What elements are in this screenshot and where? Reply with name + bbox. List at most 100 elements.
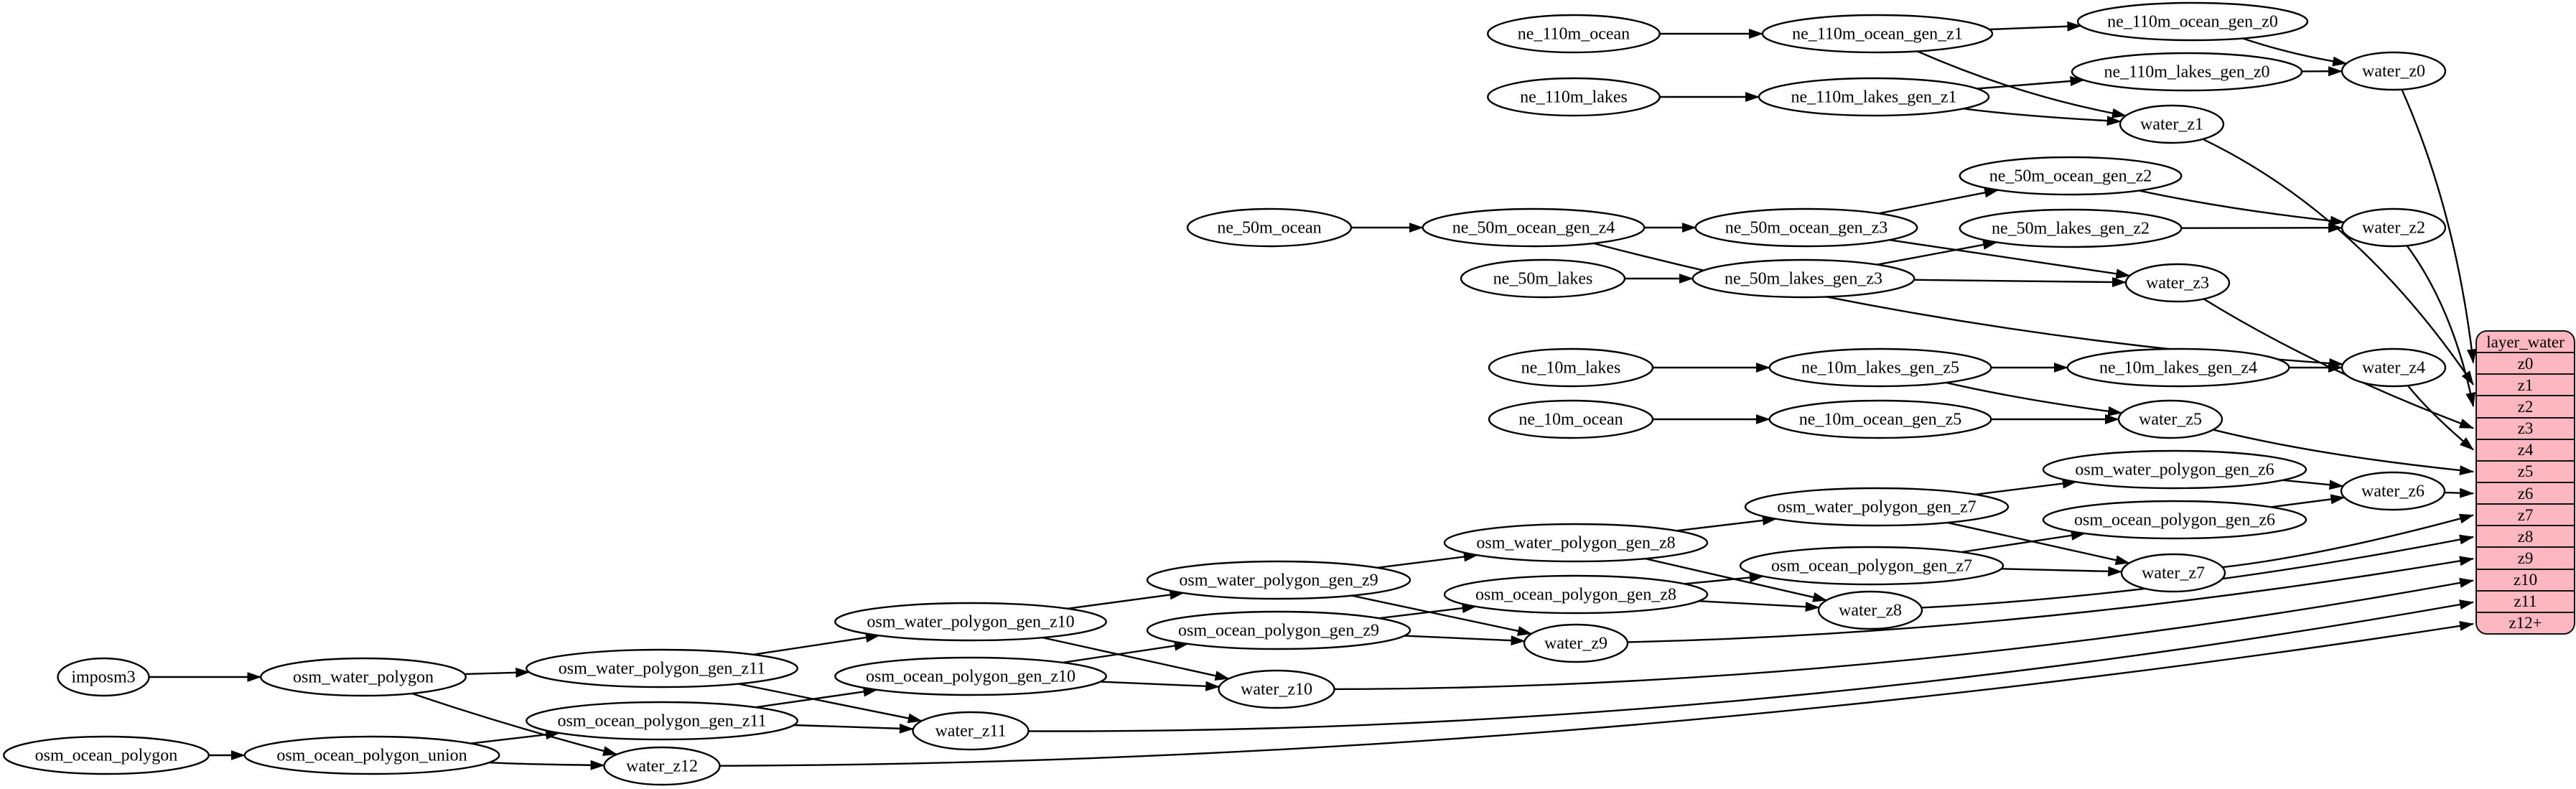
node-ellipse-ne_50m_lakes [1460,258,1626,299]
edge-osm_water_polygon_gen_z10-to-water_z10 [1042,636,1230,681]
edge-osm_water_polygon-to-osm_water_polygon_gen_z11 [464,667,531,678]
edge-ne_50m_ocean_gen_z4-to-water_z4 [1593,242,2344,369]
edge-ne_50m_ocean_gen_z3-to-ne_50m_ocean_gen_z2 [1878,187,1999,215]
node-ellipse-ne_10m_ocean_gen_z5 [1768,399,1992,439]
edge-water_z4-to-row-z4 [2407,385,2474,451]
edge-water_z5-to-row-z5 [2213,429,2474,476]
node-label-osm_water_polygon_gen_z10: osm_water_polygon_gen_z10 [867,613,1074,632]
node-ne_10m_lakes_gen_z4: ne_10m_lakes_gen_z4 [2066,347,2290,388]
node-ne_50m_ocean_gen_z3: ne_50m_ocean_gen_z3 [1694,207,1918,248]
node-label-osm_water_polygon_gen_z9: osm_water_polygon_gen_z9 [1179,571,1378,590]
node-label-ne_110m_lakes: ne_110m_lakes [1520,88,1628,107]
node-label-ne_50m_ocean_gen_z2: ne_50m_ocean_gen_z2 [1989,167,2152,186]
node-ne_110m_ocean: ne_110m_ocean [1487,14,1661,54]
node-osm_water_polygon: osm_water_polygon [260,657,467,697]
node-water_z10: water_z10 [1218,669,1335,709]
node-osm_water_polygon_gen_z9: osm_water_polygon_gen_z9 [1146,560,1411,600]
node-label-water_z9: water_z9 [1544,635,1607,653]
node-label-ne_10m_lakes_gen_z5: ne_10m_lakes_gen_z5 [1801,359,1959,378]
node-ellipse-water_z7 [2120,553,2226,593]
node-label-osm_water_polygon_gen_z11: osm_water_polygon_gen_z11 [559,660,765,678]
edge-osm_water_polygon_gen_z8-to-osm_water_polygon_gen_z7 [1676,515,1777,532]
node-label-osm_ocean_polygon_gen_z7: osm_ocean_polygon_gen_z7 [1771,557,1972,576]
node-ellipse-ne_110m_ocean_gen_z1 [1761,14,1994,54]
table-row-z6: z6 [2477,481,2574,503]
edge-water_z10-to-row-z10 [1334,578,2474,691]
node-ellipse-osm_ocean_polygon_gen_z7 [1739,546,2005,586]
node-ellipse-osm_water_polygon_gen_z8 [1443,523,1709,563]
table-row-z5: z5 [2477,459,2574,482]
table-row-z0: z0 [2477,352,2574,373]
edge-ne_110m_lakes_gen_z1-to-water_z1 [1963,108,2122,126]
node-label-osm_water_polygon_gen_z6: osm_water_polygon_gen_z6 [2075,461,2274,480]
node-label-imposm3: imposm3 [71,668,135,687]
node-water_z8: water_z8 [1817,590,1923,630]
node-ellipse-ne_10m_lakes_gen_z4 [2066,347,2290,388]
node-ellipse-water_z3 [2124,263,2231,303]
edge-osm_ocean_polygon_gen_z9-to-water_z9 [1404,635,1526,646]
node-water_z12: water_z12 [603,746,721,786]
node-ne_110m_lakes_gen_z0: ne_110m_lakes_gen_z0 [2071,52,2303,92]
node-ellipse-ne_110m_lakes [1487,77,1661,117]
node-imposm3: imposm3 [57,657,150,697]
node-water_z2: water_z2 [2341,207,2447,248]
edge-water_z9-to-row-z9 [1627,556,2474,643]
node-ellipse-osm_ocean_polygon_gen_z8 [1443,574,1709,615]
node-label-osm_ocean_polygon_gen_z9: osm_ocean_polygon_gen_z9 [1178,622,1379,640]
node-ellipse-osm_ocean_polygon_gen_z6 [2042,500,2307,540]
node-label-water_z12: water_z12 [626,757,698,776]
table-row-z8: z8 [2477,525,2574,546]
node-label-water_z7: water_z7 [2142,564,2205,583]
edge-ne_50m_lakes_gen_z3-to-water_z3 [1913,276,2127,287]
node-ne_50m_lakes: ne_50m_lakes [1460,258,1626,299]
node-water_z1: water_z1 [2119,104,2225,144]
table-row-z9: z9 [2477,546,2574,568]
node-label-osm_ocean_polygon_gen_z11: osm_ocean_polygon_gen_z11 [557,712,766,731]
node-label-osm_ocean_polygon_gen_z10: osm_ocean_polygon_gen_z10 [866,668,1075,686]
node-osm_ocean_polygon_gen_z11: osm_ocean_polygon_gen_z11 [526,701,798,741]
edge-osm_ocean_polygon_union-to-osm_ocean_polygon_gen_z11 [470,729,561,744]
node-label-water_z4: water_z4 [2362,359,2425,378]
node-label-osm_ocean_polygon_gen_z6: osm_ocean_polygon_gen_z6 [2074,511,2275,530]
layer-water-table: layer_water z0 z1 z2 z3 z4 z5 z6 z7 z8 z… [2475,330,2575,635]
edge-osm_water_polygon_gen_z11-to-water_z11 [737,683,923,724]
node-ne_10m_lakes: ne_10m_lakes [1488,347,1654,388]
edge-osm_water_polygon_gen_z8-to-water_z8 [1645,557,1828,602]
node-water_z3: water_z3 [2124,263,2231,303]
node-water_z6: water_z6 [2340,471,2446,511]
edge-ne_50m_ocean_gen_z3-to-water_z3 [1889,239,2131,279]
edge-osm_ocean_polygon_gen_z11-to-water_z11 [793,723,914,734]
node-ellipse-water_z2 [2341,207,2447,248]
node-ellipse-water_z12 [603,746,721,786]
node-osm_water_polygon_gen_z11: osm_water_polygon_gen_z11 [526,648,798,688]
edge-water_z0-to-row-z0 [2401,89,2477,364]
edge-ne_50m_ocean_gen_z2-to-water_z2 [2139,190,2345,226]
edge-water_z7-to-row-z7 [2222,513,2474,569]
node-ellipse-ne_10m_lakes_gen_z5 [1768,347,1992,388]
node-label-ne_50m_lakes_gen_z2: ne_50m_lakes_gen_z2 [1992,220,2150,238]
node-label-water_z10: water_z10 [1241,681,1312,699]
edge-water_z2-to-row-z2 [2406,245,2476,407]
table-header-layer-water: layer_water [2486,332,2565,351]
node-ellipse-ne_10m_lakes [1488,347,1654,388]
node-label-ne_110m_lakes_gen_z0: ne_110m_lakes_gen_z0 [2104,63,2269,82]
node-ellipse-ne_50m_ocean [1186,207,1353,248]
node-label-water_z6: water_z6 [2361,482,2425,501]
node-ne_10m_ocean: ne_10m_ocean [1488,399,1654,439]
node-ellipse-osm_water_polygon_gen_z10 [834,602,1107,642]
edge-osm_water_polygon_gen_z9-to-osm_water_polygon_gen_z8 [1376,551,1478,569]
node-label-ne_10m_lakes: ne_10m_lakes [1521,359,1621,378]
table-row-z7: z7 [2477,503,2574,525]
table-row-z12p: z12+ [2477,611,2574,633]
edge-water_z12-to-row-z12plus [719,620,2474,767]
edge-osm_water_polygon_gen_z9-to-water_z9 [1351,594,1532,636]
node-ellipse-osm_ocean_polygon [3,735,210,775]
edge-osm_ocean_polygon_gen_z7-to-osm_ocean_polygon_gen_z6 [1961,530,2086,554]
edge-osm_water_polygon_gen_z7-to-osm_water_polygon_gen_z6 [1975,478,2077,495]
node-water_z7: water_z7 [2120,553,2226,593]
node-water_z5: water_z5 [2117,399,2223,439]
node-ellipse-ne_110m_lakes_gen_z0 [2071,52,2303,92]
table-row-z3: z3 [2477,416,2574,439]
edge-water_z1-to-row-z1 [2202,138,2474,386]
